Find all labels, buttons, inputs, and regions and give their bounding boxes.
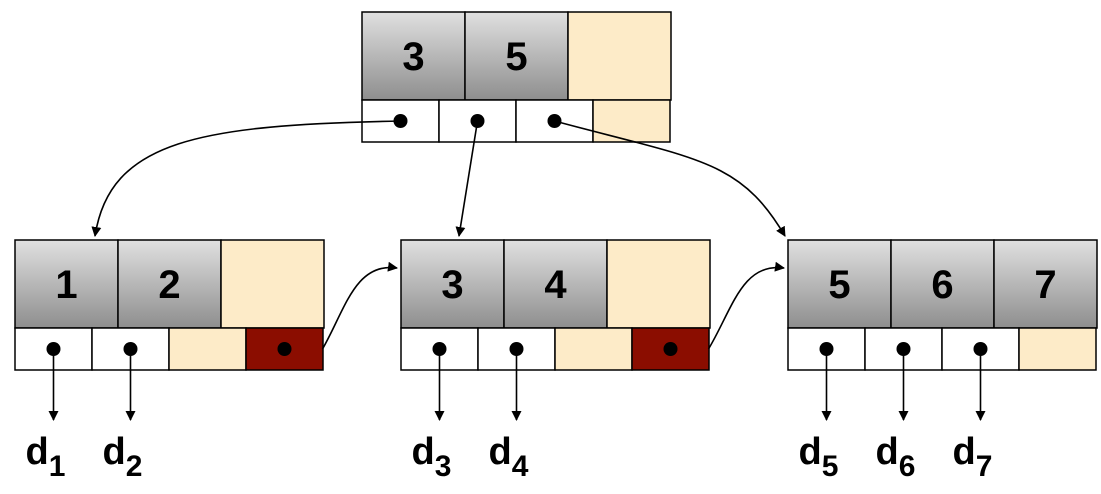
key-cell <box>787 239 892 329</box>
data-record-label: d5 <box>799 431 839 483</box>
key-cell <box>361 11 466 101</box>
data-record-label: d1 <box>26 431 66 483</box>
key-value: 3 <box>441 263 463 307</box>
key-value: 7 <box>1034 263 1056 307</box>
data-record-label: d4 <box>489 431 529 483</box>
root-to-leaf2-arrow <box>455 120 479 237</box>
leaf-3: 5 6 7 <box>787 239 1098 371</box>
arrows-layer <box>48 120 986 421</box>
data-record-label: d7 <box>953 431 993 483</box>
labels-layer: d1 d2 d3 d4 d5 d6 d7 <box>26 431 993 483</box>
data-record-label: d6 <box>876 431 916 483</box>
key-cell <box>14 239 119 329</box>
root-to-leaf1-arrow <box>91 120 401 237</box>
empty-key-slot <box>606 239 711 329</box>
pointer-cell <box>515 99 594 143</box>
data-record-label: d2 <box>103 431 143 483</box>
leaf2-to-leaf3-link <box>707 261 785 350</box>
key-value: 2 <box>158 263 180 307</box>
empty-key-slot <box>567 11 672 101</box>
key-cell <box>993 239 1098 329</box>
empty-pointer-slot <box>592 99 671 143</box>
leaf1-to-leaf2-link <box>321 261 398 350</box>
pointer-dot <box>277 342 292 356</box>
root-to-leaf3-arrow <box>554 120 786 237</box>
key-value: 5 <box>505 35 527 79</box>
key-value: 6 <box>931 263 953 307</box>
next-leaf-pointer-cell <box>245 327 324 371</box>
key-cell <box>400 239 505 329</box>
key-cell <box>117 239 222 329</box>
empty-key-slot <box>220 239 325 329</box>
empty-pointer-slot <box>1018 327 1097 371</box>
key-value: 1 <box>55 263 77 307</box>
data-record-label: d3 <box>412 431 452 483</box>
key-cell <box>890 239 995 329</box>
empty-pointer-slot <box>168 327 247 371</box>
key-value: 5 <box>828 263 850 307</box>
key-value: 4 <box>544 263 567 307</box>
empty-pointer-slot <box>554 327 633 371</box>
key-cell <box>464 11 569 101</box>
key-value: 3 <box>402 35 424 79</box>
pointer-dot <box>663 342 678 356</box>
